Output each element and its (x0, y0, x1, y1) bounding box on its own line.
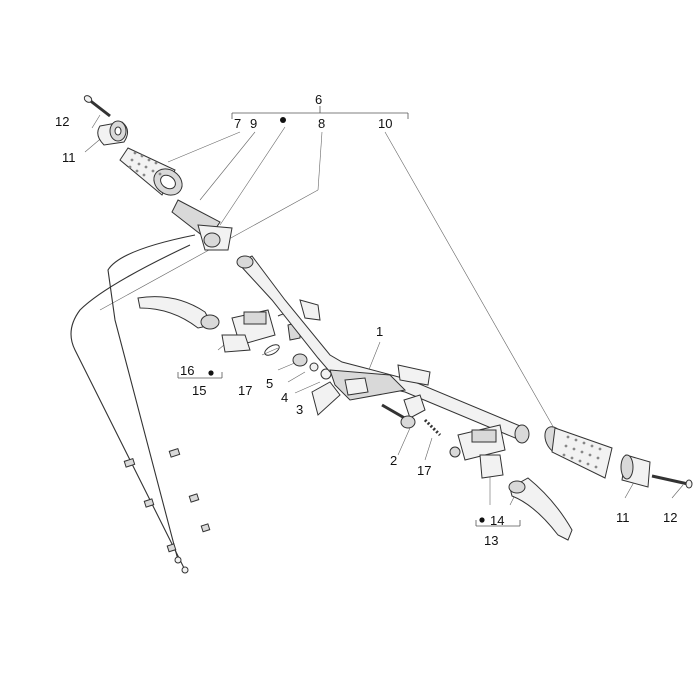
callout-17-right: 17 (417, 463, 431, 478)
callout-14: 14 (490, 513, 504, 528)
bar-end-bolt-right (651, 474, 693, 489)
callout-2: 2 (390, 453, 397, 468)
callout-11-left: 11 (62, 150, 76, 165)
callout-6: 6 (315, 92, 322, 107)
handlebar-main (236, 255, 530, 444)
callout-4: 4 (281, 390, 288, 405)
bar-end-weight-left (97, 120, 128, 146)
throttle-cables (70, 234, 211, 574)
dot-marker-15 (208, 370, 214, 376)
callout-7: 7 (234, 116, 241, 131)
brake-lever-left (137, 296, 220, 330)
master-cylinder-right (449, 424, 506, 479)
callout-8: 8 (318, 116, 325, 131)
group-bracket-13 (475, 520, 521, 527)
handle-grip-right (544, 426, 613, 479)
bar-end-bolt-left (83, 95, 111, 118)
callout-13: 13 (484, 533, 498, 548)
bar-end-weight-right (620, 454, 651, 488)
group-bracket-6 (231, 106, 409, 119)
dot-marker-13 (479, 517, 485, 523)
callout-5: 5 (266, 376, 273, 391)
callout-3: 3 (296, 402, 303, 417)
callout-17-left: 17 (238, 383, 252, 398)
callout-16: 16 (180, 363, 194, 378)
master-cylinder-left (221, 309, 276, 353)
callout-12-right: 12 (663, 510, 677, 525)
group-bracket-15 (177, 372, 223, 379)
brake-lever-right (508, 477, 573, 541)
callout-10: 10 (378, 116, 392, 131)
callout-9: 9 (250, 116, 257, 131)
throttle-tube (171, 199, 233, 251)
callout-15: 15 (192, 383, 206, 398)
callout-12-left: 12 (55, 114, 69, 129)
handle-grip-left (119, 147, 183, 196)
callout-11-right: 11 (616, 510, 630, 525)
dot-marker-top (280, 117, 286, 123)
callout-1: 1 (376, 324, 383, 339)
small-parts-right (381, 403, 442, 437)
callout-labels: 6 7 9 8 10 12 11 1 16 15 17 5 4 3 2 17 1… (55, 92, 677, 548)
